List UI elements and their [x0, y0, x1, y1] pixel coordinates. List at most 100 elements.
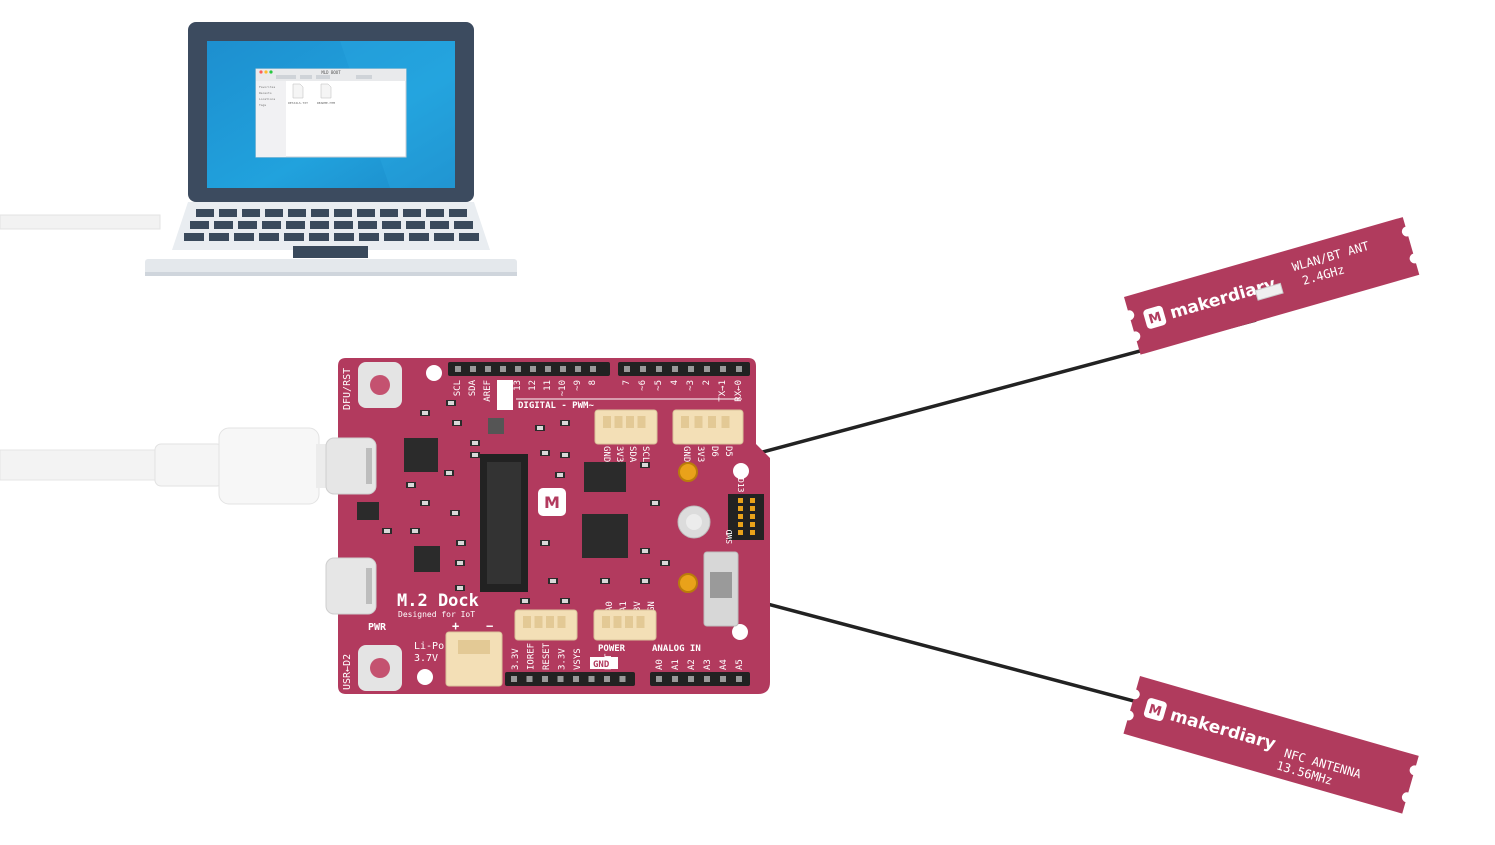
header-pin [720, 366, 726, 372]
key [409, 233, 429, 241]
key [209, 233, 229, 241]
smd-component [642, 549, 648, 553]
smd-component [562, 453, 568, 457]
key [196, 209, 214, 217]
pin-label: SCL [453, 380, 463, 396]
finder-window: MLD BOOT Favorites Recents Locations Tag… [255, 68, 407, 158]
file-icon [292, 83, 304, 99]
key [214, 221, 233, 229]
pin-label: A0 [655, 659, 665, 670]
smd-component [446, 471, 452, 475]
pwr-label: PWR [368, 622, 387, 633]
makerdiary-logo-icon [538, 488, 566, 516]
key [334, 221, 353, 229]
finder-title: MLD BOOT [321, 70, 341, 75]
header-pin [485, 366, 491, 372]
header-pin [557, 676, 564, 682]
top-header-right [618, 362, 750, 376]
key [359, 233, 379, 241]
grove-pin [681, 416, 689, 428]
pin-label: GND [601, 446, 611, 462]
grove-pin [694, 416, 703, 428]
key [262, 221, 281, 229]
makerdiary-logo-icon [1143, 305, 1167, 329]
key [265, 209, 283, 217]
power-label: POWER [598, 644, 626, 654]
digital-label: DIGITAL - PWM~ [518, 401, 594, 411]
pin-label: 8 [588, 380, 598, 385]
key [238, 221, 257, 229]
pin-label: A2 [687, 659, 697, 670]
grove-pin [614, 416, 623, 428]
smd-component [412, 529, 418, 533]
usb-c-cable [0, 427, 334, 505]
header-pin [656, 366, 662, 372]
mounting-hole [733, 463, 749, 479]
gnd-label: GND [593, 660, 610, 670]
swd-pin [750, 498, 755, 503]
key [406, 221, 425, 229]
header-pin [688, 676, 694, 682]
pin-label: TX→1 [718, 380, 728, 402]
chip [404, 438, 438, 472]
header-pin [704, 366, 710, 372]
chip [414, 546, 440, 572]
top-header-pins [455, 366, 742, 372]
lipo-label: Li-Po [414, 641, 444, 652]
header-pin [704, 676, 710, 682]
key [459, 233, 479, 241]
bottom-power-header [505, 672, 635, 686]
swd-pin [738, 514, 743, 519]
grove-pin [602, 616, 610, 628]
smd-component [550, 579, 556, 583]
pin-label: 13 [513, 380, 523, 391]
smd-component [422, 411, 428, 415]
usr-d2-label: USR←D2 [342, 654, 353, 690]
header-pin [542, 676, 548, 682]
pin-label: RESET [542, 642, 552, 670]
header-pin [640, 366, 646, 372]
header-pin [619, 676, 626, 682]
grove-pin [523, 616, 531, 628]
swd-pin [750, 530, 755, 535]
pin-label: ~6 [638, 380, 648, 391]
header-pin [736, 676, 742, 682]
pin-label: ~3 [686, 380, 696, 391]
nfc-antenna: M makerdiary NFC ANTENNA 13.56MHz [1123, 676, 1419, 814]
header-pin [590, 366, 596, 372]
smd-component [472, 453, 478, 457]
dfu-rst-button[interactable] [358, 362, 402, 408]
usr-button[interactable] [358, 645, 402, 691]
pin-label: SCL [640, 446, 650, 462]
swd-label: SWD [725, 529, 734, 544]
file-name: DETAILS.TXT [288, 101, 308, 105]
smd-component [448, 401, 454, 405]
header-pin [560, 366, 566, 372]
swd-header [728, 494, 764, 540]
header-pin [688, 366, 694, 372]
key [242, 209, 260, 217]
grove-pin [613, 616, 622, 628]
laptop: MLD BOOT Favorites Recents Locations Tag… [0, 22, 517, 276]
swd-pin [738, 506, 743, 511]
laptop-trackpad [293, 246, 368, 258]
smd-component [562, 421, 568, 425]
swd-pin [750, 522, 755, 527]
smd-component [557, 473, 563, 477]
pin-label: 3V3 [614, 446, 624, 462]
grove-pin [625, 616, 633, 628]
pcb [338, 358, 770, 694]
smd-component [384, 529, 390, 533]
header-pin [500, 366, 506, 372]
pin-label: D5 [723, 446, 733, 457]
smd-component [457, 586, 463, 590]
smd-component [522, 599, 528, 603]
m2-dock-board: DFU/RST USR←D2 PWR SCLSDAAREFGND131211~1… [325, 358, 770, 694]
pin-label: 3.3V [558, 648, 568, 670]
swd-pin [738, 530, 743, 535]
finder-sidebar-item: Favorites [259, 85, 275, 89]
finder-sidebar-item: Locations [259, 97, 275, 101]
pin-label: ~5 [654, 380, 664, 391]
pin-label: AREF [483, 380, 493, 402]
